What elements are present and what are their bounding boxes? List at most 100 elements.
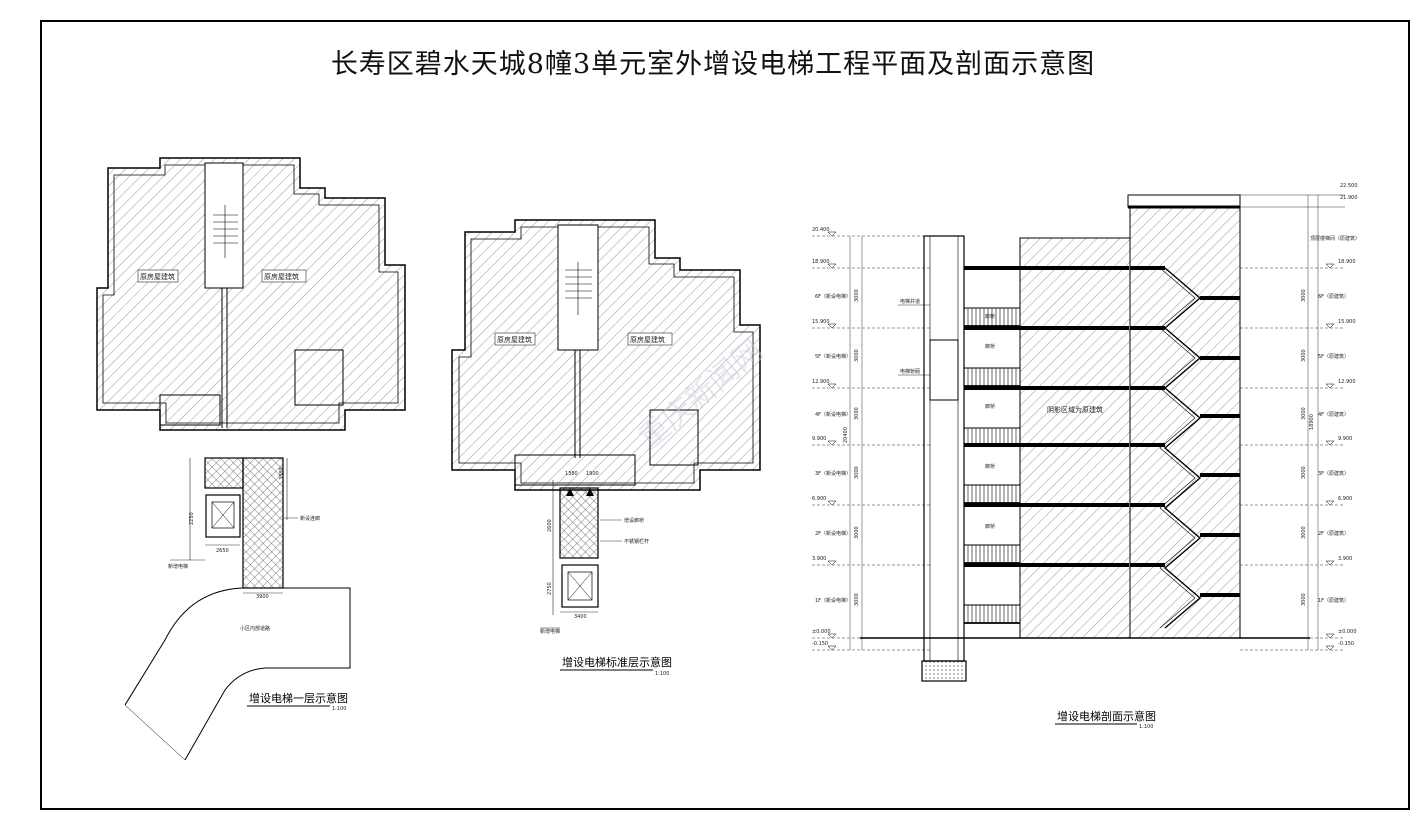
level-text-right: 15.900	[1338, 319, 1356, 325]
label-existing-building-left-2: 原房屋建筑	[497, 335, 532, 344]
label-elevator-car: 电梯轿厢	[900, 368, 920, 375]
floor-slab	[1130, 326, 1165, 330]
label-bridge-3: 廊桥	[985, 463, 995, 470]
floor-height-left: 3000	[854, 593, 860, 606]
level-text-left: ±0.000	[812, 629, 831, 635]
existing-building-outline	[96, 157, 406, 431]
dim-plan1-b: 2250	[189, 512, 195, 525]
label-new-corridor: 新设连廊	[300, 515, 320, 522]
elevator-section: 20.40018.90015.90012.9009.9006.9003.900±…	[812, 183, 1360, 730]
floor-height-right: 3000	[1301, 289, 1307, 302]
floor-label-left: 5F（新设电梯）	[815, 353, 851, 360]
level-text-left: 6.900	[812, 496, 826, 502]
plan-standard-floor: 原房屋建筑 原房屋建筑 2600 2750 3400 1380 1900 增设廊…	[451, 219, 761, 677]
drawing-frame	[40, 20, 1410, 810]
floor-height-right: 3000	[1301, 466, 1307, 479]
floor-height-left: 3000	[854, 466, 860, 479]
floor-height-right: 3000	[1301, 593, 1307, 606]
level-marker-left	[827, 500, 837, 506]
label-new-elevator-1: 新增电梯	[168, 563, 188, 570]
label-existing-building-right: 原房屋建筑	[264, 272, 299, 281]
level-marker-right	[1325, 383, 1335, 389]
dim-plan2-a: 2600	[547, 519, 553, 532]
plan1-caption: 增设电梯一层示意图	[249, 691, 348, 705]
plan-ground-floor: 原房屋建筑 原房屋建筑 3380 2250 2650 3900 新设连廊 新增电…	[96, 157, 406, 761]
dim-plan2-c: 3400	[574, 614, 587, 620]
dim-plan1-c: 2650	[216, 548, 229, 554]
floor-height-left: 3000	[854, 349, 860, 362]
level-top-2: 21.900	[1340, 195, 1358, 201]
dim-plan2-b: 2750	[547, 582, 553, 595]
floor-slab	[964, 503, 1129, 507]
level-marker-left	[827, 560, 837, 566]
plan2-caption: 增设电梯标准层示意图	[562, 655, 672, 669]
level-text-right: 18.900	[1338, 259, 1356, 265]
existing-building-section	[1019, 237, 1131, 639]
stair-landing	[1200, 296, 1240, 300]
level-marker-left	[827, 263, 837, 269]
floor-slab	[964, 326, 1129, 330]
drawing-title: 长寿区碧水天城8幢3单元室外增设电梯工程平面及剖面示意图	[330, 49, 1096, 80]
level-marker-left	[827, 633, 837, 639]
label-internal-road: 小区内部道路	[240, 625, 270, 632]
label-shaded-existing: 阴影区域为原建筑	[1047, 405, 1103, 414]
floor-height-right: 3000	[1301, 526, 1307, 539]
floor-label-left: 1F（新设电梯）	[815, 597, 851, 604]
dim-section-total-left: 20400	[843, 427, 849, 443]
levels-right: 18.90015.90012.9009.9006.9003.900±0.000-…	[1240, 195, 1357, 651]
new-elevator-shaft	[205, 494, 241, 538]
label-existing-building-right-2: 原房屋建筑	[630, 335, 665, 344]
level-marker-left	[827, 323, 837, 329]
level-marker-left	[827, 383, 837, 389]
floor-slab	[964, 563, 1129, 567]
floor-slab	[1130, 563, 1165, 567]
level-text-left: 20.400	[812, 227, 830, 233]
level-marker-right	[1325, 323, 1335, 329]
stair-landing	[1200, 473, 1240, 477]
section-scale: 1:100	[1139, 724, 1153, 730]
floor-slab	[964, 386, 1129, 390]
floor-label-left: 2F（新设电梯）	[815, 530, 851, 537]
added-bridge	[559, 487, 599, 559]
level-text-right: 12.900	[1338, 379, 1356, 385]
label-new-elevator-2: 新增电梯	[540, 628, 560, 635]
dim-plan2-d: 1380	[565, 471, 578, 477]
floor-slabs	[962, 266, 1240, 624]
level-marker-left	[827, 231, 837, 237]
level-text-left: -0.150	[812, 641, 828, 647]
floor-slab	[1130, 443, 1165, 447]
existing-building-outline-2	[451, 219, 761, 491]
floor-label-left: 3F（新设电梯）	[815, 470, 851, 477]
level-marker-right	[1325, 500, 1335, 506]
label-added-bridge: 增设廊桥	[624, 517, 644, 524]
level-marker-right	[1325, 263, 1335, 269]
label-bridge-2: 廊桥	[985, 523, 995, 530]
floor-slab	[1130, 503, 1165, 507]
level-text-left: 18.900	[812, 259, 830, 265]
floor-height-right: 3000	[1301, 407, 1307, 420]
level-text-left: 12.900	[812, 379, 830, 385]
level-text-right: ±0.000	[1338, 629, 1357, 635]
levels-left: 20.40018.90015.90012.9009.9006.9003.900±…	[812, 227, 930, 651]
floor-label-right: 6F（原建筑）	[1318, 293, 1349, 300]
level-text-right: 6.900	[1338, 496, 1352, 502]
dim-plan1-d: 3900	[256, 594, 269, 600]
floor-height-right: 3000	[1301, 349, 1307, 362]
label-roof-stair: 顶层楼梯间（原建筑）	[1310, 235, 1360, 242]
level-text-left: 15.900	[812, 319, 830, 325]
level-text-left: 9.900	[812, 436, 826, 442]
floor-label-right: 3F（原建筑）	[1318, 470, 1349, 477]
level-marker-right	[1325, 645, 1335, 651]
floor-label-right: 2F（原建筑）	[1318, 530, 1349, 537]
level-top-1: 22.500	[1340, 183, 1358, 189]
stair-landing	[1200, 593, 1240, 597]
label-existing-building-left: 原房屋建筑	[140, 272, 175, 281]
floor-label-right: 1F（原建筑）	[1318, 597, 1349, 604]
dim-plan1-a: 3380	[279, 467, 285, 480]
floor-slab	[964, 266, 1129, 270]
floor-height-left: 3000	[854, 407, 860, 420]
label-bridge-6: 廊桥	[985, 313, 995, 320]
floor-label-left: 4F（新设电梯）	[815, 411, 851, 418]
level-marker-right	[1325, 633, 1335, 639]
